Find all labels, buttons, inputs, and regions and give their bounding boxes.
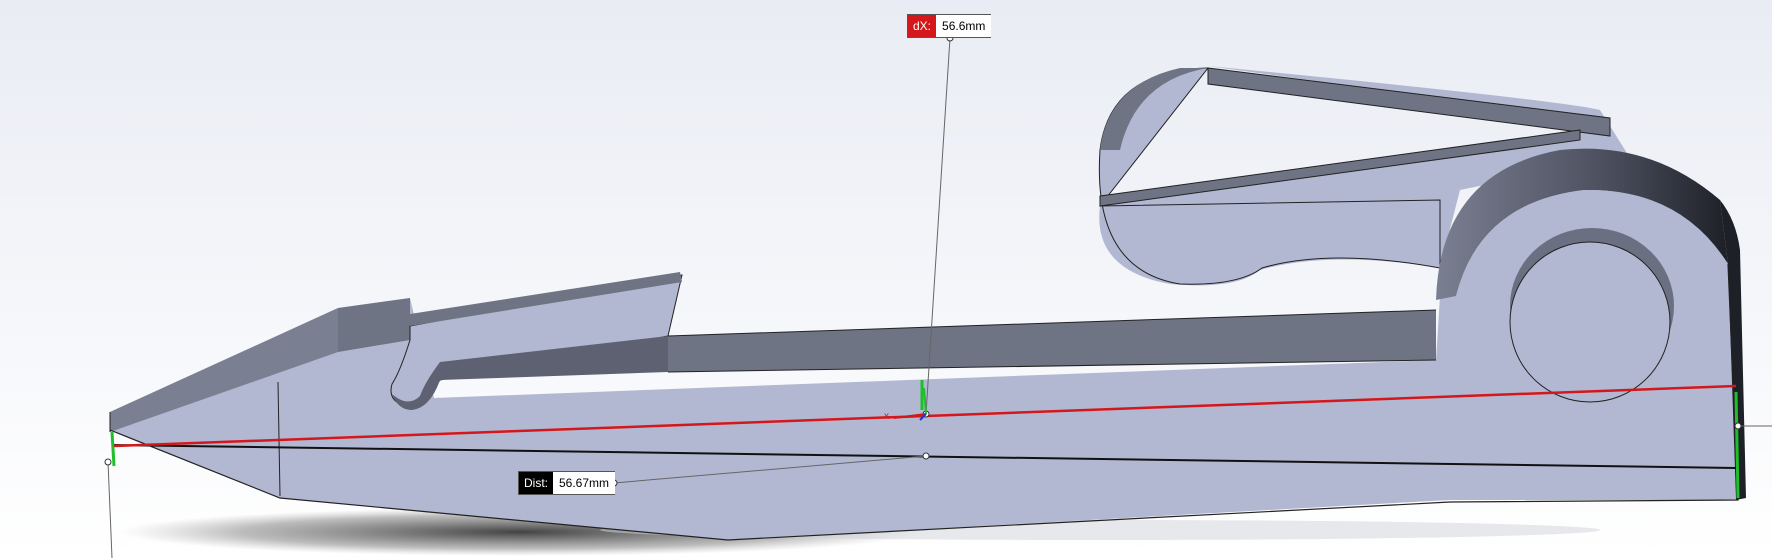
right-end-point[interactable] [1734, 422, 1742, 430]
dist-label: Dist: [519, 472, 553, 494]
dist-value: 56.67mm [553, 472, 616, 494]
body-wall-edge [667, 309, 1437, 337]
dist-leader [613, 455, 927, 484]
nose-top-face [110, 308, 338, 432]
tab-top-wall [410, 272, 682, 326]
body-wall-top [668, 310, 1436, 372]
selected-edge-right [1734, 391, 1740, 499]
hub-outer-wall [1436, 148, 1728, 300]
hub-bore [1509, 241, 1671, 403]
cad-part-model[interactable] [109, 66, 1746, 541]
hook-slot-wall [392, 336, 668, 410]
dist-mid-point[interactable] [922, 452, 930, 460]
lever-arm-slot [1099, 129, 1581, 207]
body-face [110, 176, 1736, 540]
dx-measure-callout[interactable]: dX: 56.6mm [907, 14, 992, 38]
svg-text:x: x [884, 411, 889, 422]
left-end-point[interactable] [104, 458, 112, 466]
dist-measure-callout[interactable]: Dist: 56.67mm [518, 471, 616, 495]
dx-label: dX: [908, 15, 937, 37]
left-extension-line [107, 461, 113, 558]
selected-edge-left [110, 431, 116, 467]
nose-step-wall [338, 298, 410, 352]
dx-value: 56.6mm [936, 15, 992, 37]
body-inner-edge [667, 359, 1437, 373]
lever-arm-rim [1100, 68, 1208, 150]
dx-leader [925, 37, 951, 415]
lever-arm-top-wall [1207, 67, 1611, 137]
triad-icon: x [884, 387, 927, 422]
